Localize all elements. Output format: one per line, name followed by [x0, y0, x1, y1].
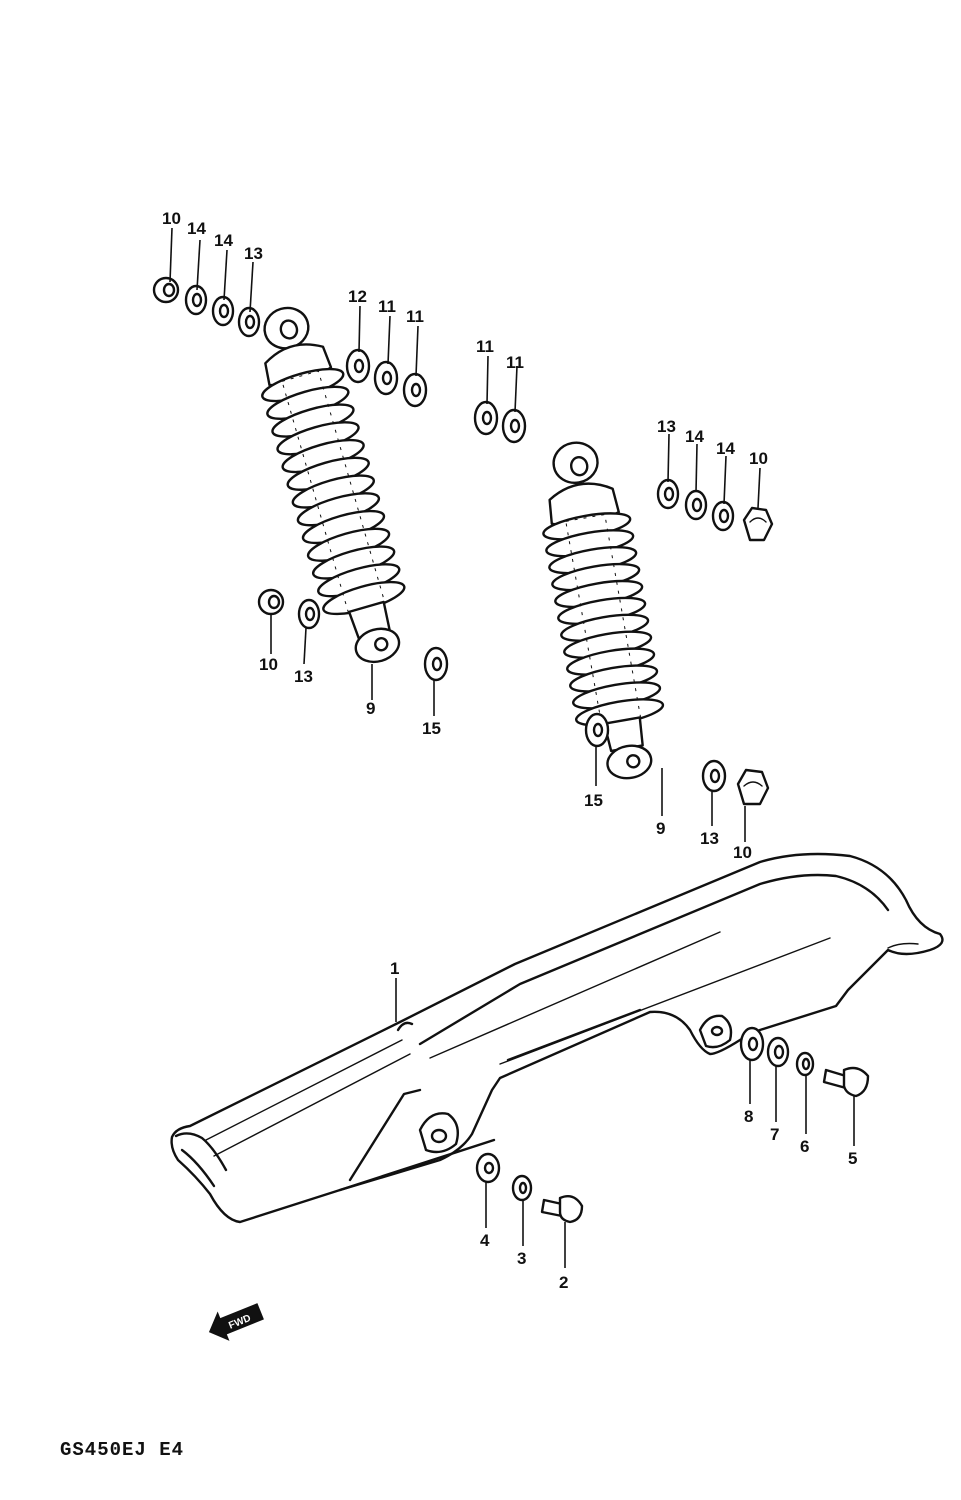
washer-7: [766, 1036, 790, 1068]
callout-1: 1: [390, 959, 399, 978]
washer-13-d: [701, 759, 727, 793]
callout-13: 13: [244, 244, 263, 263]
callout-7: 7: [770, 1125, 779, 1144]
washer-15-b: [584, 712, 610, 748]
callout-11: 11: [378, 297, 396, 316]
callout-numbers: 10 14 14 13 12 11 11 11 11 13 14 14 10 1…: [162, 209, 857, 1292]
bush-14-d: [711, 500, 735, 532]
mount-boss-rear: [698, 1014, 733, 1049]
callout-9: 9: [656, 819, 665, 838]
damper-body: [565, 513, 642, 725]
callout-14: 14: [685, 427, 704, 446]
washer-13-b: [656, 478, 680, 510]
callout-10: 10: [162, 209, 181, 228]
callout-13: 13: [294, 667, 313, 686]
callout-14: 14: [716, 439, 735, 458]
callout-15: 15: [422, 719, 441, 738]
callout-10: 10: [733, 843, 752, 862]
cap-nut-10-top-right: [742, 506, 774, 542]
forward-arrow: FWD: [208, 1303, 264, 1341]
callout-2: 2: [559, 1273, 568, 1292]
lock-washer-6: [795, 1051, 815, 1077]
washer-4: [475, 1152, 501, 1184]
callout-8: 8: [744, 1107, 753, 1126]
callout-12: 12: [348, 287, 367, 306]
washer-8: [739, 1026, 765, 1062]
callout-3: 3: [517, 1249, 526, 1268]
washer-15-a: [423, 646, 449, 682]
callout-5: 5: [848, 1149, 857, 1168]
right-shock-absorber: [542, 441, 665, 780]
chain-case: [170, 852, 944, 1224]
cap-nut-10-top-left: [152, 276, 180, 304]
callout-13: 13: [700, 829, 719, 848]
bush-11-b: [402, 372, 428, 408]
callout-14: 14: [187, 219, 206, 238]
callout-6: 6: [800, 1137, 809, 1156]
left-shock-absorber: [261, 306, 406, 664]
callout-13: 13: [657, 417, 676, 436]
rear-mount-hardware: [739, 1026, 870, 1098]
mount-boss-front: [418, 1112, 459, 1154]
bush-14-a: [184, 284, 208, 316]
bolt-2: [540, 1195, 584, 1224]
callout-10: 10: [259, 655, 278, 674]
leader-lines: [169, 227, 855, 1268]
bush-14-c: [684, 489, 708, 521]
callout-4: 4: [480, 1231, 490, 1250]
damper-body: [281, 370, 386, 613]
callout-14: 14: [214, 231, 233, 250]
front-mount-hardware: [475, 1152, 584, 1224]
bolt-5: [822, 1066, 870, 1098]
bush-11-c: [473, 400, 499, 436]
washer-13-c: [297, 598, 321, 630]
washer-12: [345, 348, 371, 384]
lock-washer-3: [511, 1174, 533, 1202]
model-code: GS450EJ E4: [60, 1439, 184, 1461]
callout-15: 15: [584, 791, 603, 810]
callout-11: 11: [406, 307, 424, 326]
bush-14-b: [211, 295, 235, 327]
bush-11-d: [501, 408, 527, 444]
cap-nut-10-lower-left: [257, 588, 285, 616]
callout-10: 10: [749, 449, 768, 468]
hardware-parts: [152, 276, 774, 806]
callout-11: 11: [506, 353, 524, 372]
washer-13-a: [237, 306, 261, 338]
callout-9: 9: [366, 699, 375, 718]
cap-nut-10-lower-right: [736, 768, 770, 806]
callout-11: 11: [476, 337, 494, 356]
bush-11-a: [373, 360, 399, 396]
